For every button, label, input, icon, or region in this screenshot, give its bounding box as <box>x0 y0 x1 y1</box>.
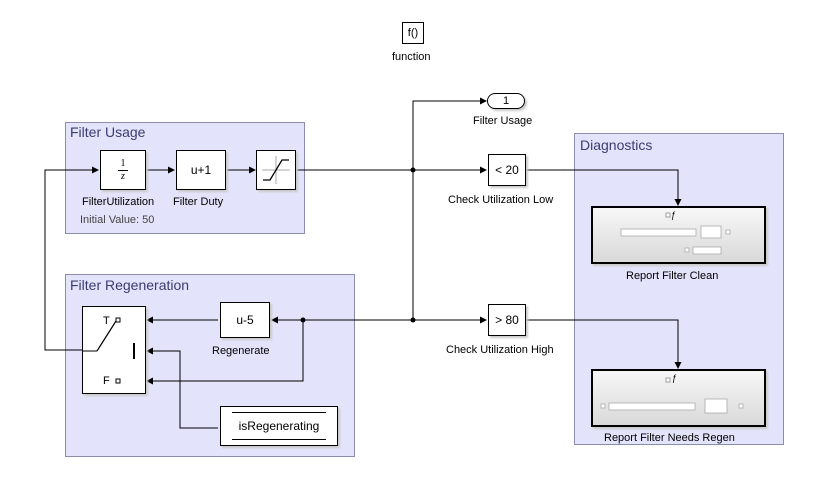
integrator-initial-value: Initial Value: 50 <box>80 214 155 226</box>
junction-dot <box>300 317 306 323</box>
line-low-to-report-clean <box>525 169 682 206</box>
filter-duty-block[interactable]: u+1 <box>176 150 226 190</box>
line-to-outport <box>412 97 487 170</box>
svg-text:ƒ: ƒ <box>672 373 677 383</box>
filter-duty-expr: u+1 <box>190 163 212 177</box>
integrator-block[interactable]: 1 z <box>100 150 146 190</box>
area-filter-regeneration-title: Filter Regeneration <box>70 277 190 293</box>
function-block[interactable]: f() <box>402 22 424 44</box>
is-regenerating-top-rule <box>232 412 326 413</box>
area-diagnostics-title: Diagnostics <box>580 137 653 153</box>
report-clean-label: Report Filter Clean <box>626 270 719 282</box>
switch-block[interactable]: T F <box>82 306 146 394</box>
switch-true-port-label: T <box>103 315 110 327</box>
report-clean-subsystem-icon: ƒ <box>620 210 731 255</box>
saturation-block[interactable] <box>256 150 296 190</box>
switch-icon <box>83 317 135 384</box>
regenerate-expr: u-5 <box>236 313 254 327</box>
switch-false-port-label: F <box>103 375 110 387</box>
saturation-icon <box>262 156 290 184</box>
report-regen-label: Report Filter Needs Regen <box>604 432 735 444</box>
check-low-block[interactable]: < 20 <box>488 154 526 186</box>
integrator-label: FilterUtilization <box>82 196 155 208</box>
is-regenerating-label: isRegenerating <box>238 419 320 433</box>
line-to-switch-false <box>146 320 304 385</box>
line-isregen-to-switch <box>146 347 218 429</box>
check-high-label: Check Utilization High <box>446 344 554 356</box>
outport-number: 1 <box>502 95 510 107</box>
svg-text:ƒ: ƒ <box>671 210 676 220</box>
regenerate-block[interactable]: u-5 <box>220 302 270 338</box>
integrator-numerator: 1 <box>120 157 126 169</box>
integrator-fraction-bar <box>118 169 128 171</box>
check-low-expr: < 20 <box>495 163 519 177</box>
junction-dot <box>410 317 416 323</box>
line-high-to-report-regen <box>525 319 682 369</box>
report-regen-block[interactable]: ƒ <box>591 369 766 427</box>
report-regen-subsystem-icon: ƒ <box>600 373 744 414</box>
is-regenerating-bottom-rule <box>232 439 326 440</box>
check-high-block[interactable]: > 80 <box>488 304 526 336</box>
filter-duty-label: Filter Duty <box>173 196 224 208</box>
is-regenerating-block[interactable]: isRegenerating <box>220 406 338 446</box>
outport-filter-usage[interactable]: 1 <box>487 93 525 109</box>
check-low-label: Check Utilization Low <box>448 194 554 206</box>
function-label: function <box>392 51 431 63</box>
function-symbol: f() <box>407 27 419 39</box>
regenerate-label: Regenerate <box>212 345 270 357</box>
integrator-denominator: z <box>121 170 125 182</box>
report-clean-block[interactable]: ƒ <box>591 206 766 264</box>
check-high-expr: > 80 <box>495 313 519 327</box>
area-filter-usage-title: Filter Usage <box>70 124 146 140</box>
outport-label: Filter Usage <box>473 115 533 127</box>
junction-dot <box>410 167 416 173</box>
